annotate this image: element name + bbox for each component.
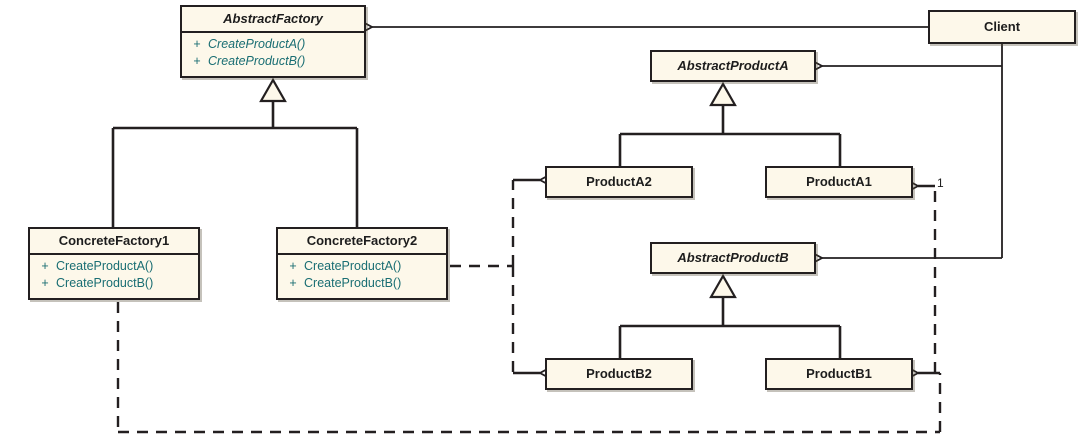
operation-name: CreateProductA() xyxy=(304,259,402,274)
operation-name: CreateProductA() xyxy=(56,259,154,274)
visibility-marker: + xyxy=(289,275,297,290)
visibility-marker: + xyxy=(193,37,201,52)
operation-row: + CreateProductB() xyxy=(186,53,360,70)
operation-name: CreateProductB() xyxy=(56,275,154,290)
visibility-marker: + xyxy=(193,53,201,68)
edge-product-a-generalization xyxy=(618,81,842,168)
class-name-product-b2: ProductB2 xyxy=(586,365,652,381)
visibility-marker: + xyxy=(289,259,297,274)
class-box-client[interactable]: Client xyxy=(928,10,1076,44)
visibility-marker: + xyxy=(41,275,49,290)
edge-product-b-generalization xyxy=(618,273,842,360)
class-box-concrete-factory-1[interactable]: ConcreteFactory1 + CreateProductA() + Cr… xyxy=(28,227,200,300)
operations-compartment-abstract-factory: + CreateProductA() + CreateProductB() xyxy=(182,33,364,74)
class-name-product-a1: ProductA1 xyxy=(806,173,872,189)
operation-name: CreateProductA() xyxy=(208,37,306,52)
edge-client-to-abstract-product-b xyxy=(822,66,1003,258)
compartment-divider xyxy=(182,31,364,34)
operation-row: + CreateProductB() xyxy=(34,275,194,292)
operations-compartment-concrete-factory-1: + CreateProductA() + CreateProductB() xyxy=(30,255,198,296)
operation-row: + CreateProductB() xyxy=(282,275,442,292)
class-name-abstract-product-b: AbstractProductB xyxy=(677,249,789,265)
class-box-product-b2[interactable]: ProductB2 xyxy=(545,358,693,390)
edge-concrete-factory-1-dependencies xyxy=(116,186,942,434)
class-box-abstract-product-b[interactable]: AbstractProductB xyxy=(650,242,816,274)
class-box-abstract-product-a[interactable]: AbstractProductA xyxy=(650,50,816,82)
class-name-client: Client xyxy=(983,18,1021,34)
class-box-abstract-factory[interactable]: AbstractFactory + CreateProductA() + Cre… xyxy=(180,5,366,78)
edge-concrete-factories-generalization xyxy=(111,77,359,229)
class-name-product-a2: ProductA2 xyxy=(586,173,652,189)
operations-compartment-concrete-factory-2: + CreateProductA() + CreateProductB() xyxy=(278,255,446,296)
operation-name: CreateProductB() xyxy=(208,53,306,68)
compartment-divider xyxy=(278,253,446,256)
class-box-product-b1[interactable]: ProductB1 xyxy=(765,358,913,390)
edge-client-to-abstract-product-a xyxy=(822,44,1003,66)
edge-concrete-factory-2-dependencies xyxy=(450,180,540,373)
class-name-abstract-product-a: AbstractProductA xyxy=(677,57,789,73)
class-name-product-b1: ProductB1 xyxy=(806,365,872,381)
operation-row: + CreateProductA() xyxy=(34,258,194,275)
class-box-product-a1[interactable]: ProductA1 xyxy=(765,166,913,198)
operation-name: CreateProductB() xyxy=(304,275,402,290)
operation-row: + CreateProductA() xyxy=(282,258,442,275)
class-name-concrete-factory-1: ConcreteFactory1 xyxy=(58,233,170,248)
operation-row: + CreateProductA() xyxy=(186,36,360,53)
compartment-divider xyxy=(30,253,198,256)
class-box-concrete-factory-2[interactable]: ConcreteFactory2 + CreateProductA() + Cr… xyxy=(276,227,448,300)
class-name-concrete-factory-2: ConcreteFactory2 xyxy=(306,233,418,248)
visibility-marker: + xyxy=(41,259,49,274)
class-name-abstract-factory: AbstractFactory xyxy=(223,11,323,26)
multiplicity-label-product-a1: 1 xyxy=(937,176,944,190)
class-box-product-a2[interactable]: ProductA2 xyxy=(545,166,693,198)
